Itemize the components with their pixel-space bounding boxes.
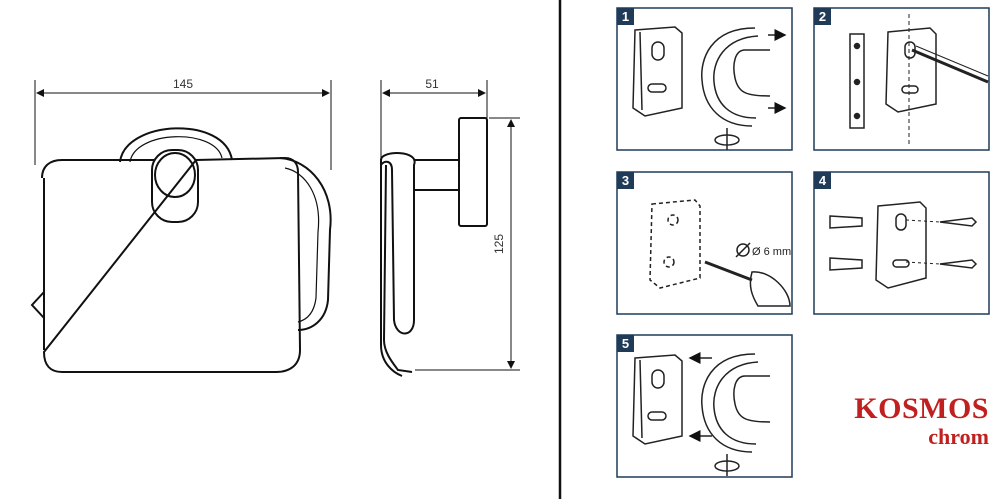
step-number-badge [617,8,634,25]
depth-dimension: 51 [382,77,486,97]
step-panel-4: 4 [813,171,990,315]
width-dimension-label: 145 [173,77,193,91]
height-dimension: 125 [492,119,515,369]
drill-size-label: Ø 6 mm [752,246,791,258]
step-panel-3: 3 Ø 6 mm [616,171,793,315]
step-number-badge [814,8,831,25]
step-number: 1 [622,9,629,24]
step-number: 3 [622,173,629,188]
front-view-drawing [30,80,332,373]
step-number: 4 [819,173,827,188]
depth-dimension-label: 51 [425,77,439,91]
brand-name: KOSMOS [854,392,989,425]
step-number-badge [617,172,634,189]
step-number-badge [617,335,634,352]
height-dimension-label: 125 [492,234,506,254]
step-number-badge [814,172,831,189]
width-dimension: 145 [36,77,330,97]
step-panel-2: 2 [813,7,990,151]
brand-block: KOSMOS chrom [854,394,989,448]
step-panel-5: 5 [616,334,793,478]
side-view-drawing [380,80,520,377]
step-number: 2 [819,9,826,24]
step-number: 5 [622,336,629,351]
brand-finish: chrom [928,424,989,449]
step-panel-1: 1 [616,7,793,151]
